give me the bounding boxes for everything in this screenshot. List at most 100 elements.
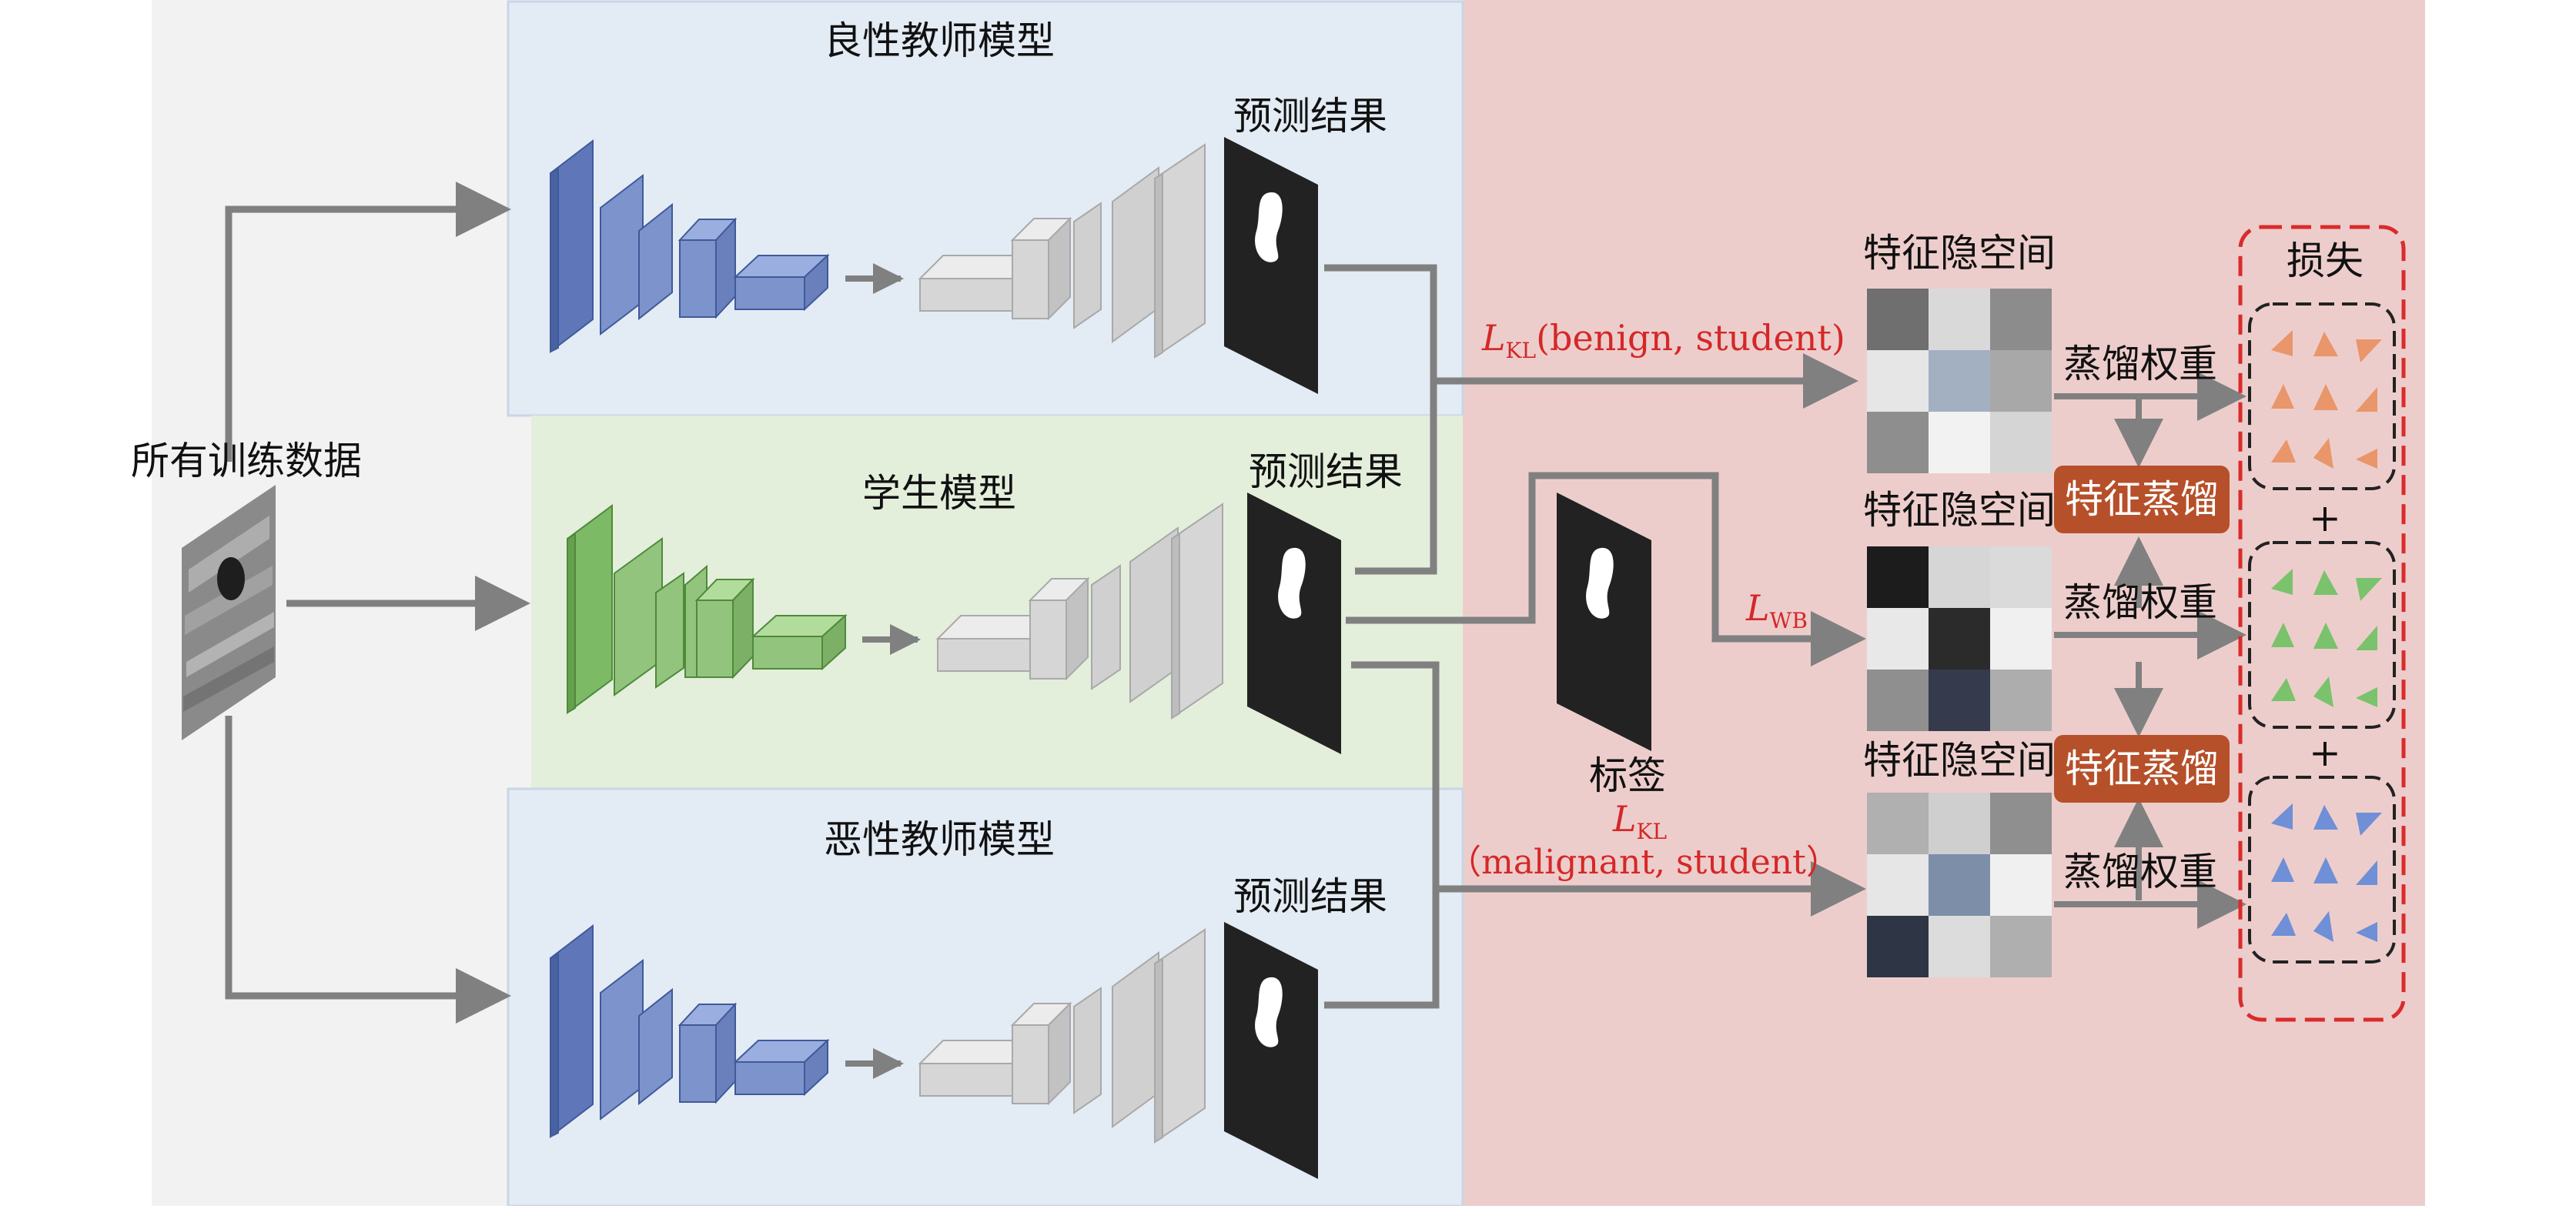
loss-triangle [2356,578,2382,601]
loss-triangle [2356,387,2377,412]
feature-cell [1867,608,1929,670]
feature-cell [1990,350,2052,412]
loss-triangle [2313,570,2338,595]
loss-triangle [2356,922,2377,942]
feature-grid-benign [1867,289,2052,473]
loss-triangle [2313,384,2338,410]
loss-group-orange [2248,302,2396,490]
loss-wb: LWB [1745,587,1808,633]
feature-cell [1990,608,2052,670]
loss-triangle [2271,803,2293,830]
malignant-prediction-mask [1224,922,1318,1179]
benign-teacher-decoder [918,143,1206,359]
feature-cell [1929,350,1990,412]
loss-wb-sub: WB [1770,608,1808,633]
loss-group-blue [2248,776,2396,964]
loss-triangle [2271,384,2294,409]
feature-distill-label-1: 特征蒸馏 [2065,477,2219,522]
feature-cell [1867,916,1929,977]
feature-cell [1929,546,1990,608]
loss-triangle [2271,569,2293,595]
benign-teacher-network [550,139,830,354]
feature-distill-box-1 [2054,466,2230,533]
feature-cell [1867,793,1929,854]
loss-triangle [2271,857,2294,882]
feature-cell [1867,289,1929,350]
loss-kl-malignant-symbol-line: LKL [1612,798,1667,844]
loss-triangle [2271,623,2294,647]
input-arrows [225,182,530,1024]
loss-triangle [2356,860,2377,885]
feature-space-label-2: 特征隐空间 [1863,488,2056,533]
loss-triangle [2313,805,2338,830]
loss-group-green [2248,541,2396,729]
loss-kl-malignant-args: （malignant, student） [1447,843,1840,882]
feature-grid-malignant [1867,793,2052,977]
ground-truth-label: 标签 [1589,753,1666,798]
student-prediction-mask [1247,493,1341,754]
feature-cell [1929,412,1990,473]
prediction-label-mid: 预测结果 [1249,449,1403,494]
plus-sign-2: + [2309,730,2341,775]
loss-kl-malignant-sub: KL [1637,819,1668,844]
prediction-label-top: 预测结果 [1233,94,1387,139]
loss-panel-border [2238,225,2406,1022]
loss-triangle [2356,339,2382,362]
feature-cell [1929,793,1990,854]
feature-cell [1867,546,1929,608]
feature-cell [1867,350,1929,412]
student-decoder [935,503,1223,720]
benign-prediction-mask [1224,137,1318,394]
prediction-label-bot: 预测结果 [1233,874,1387,919]
distill-weight-label-2: 蒸馏权重 [2063,580,2217,625]
feature-cell [1990,916,2052,977]
loss-triangle [2313,676,2333,707]
feature-distill-label-2: 特征蒸馏 [2065,746,2219,791]
distill-weight-label-1: 蒸馏权重 [2063,342,2217,386]
plus-sign-1: + [2309,496,2341,540]
feature-grid-student [1867,546,2052,731]
all-training-data-label: 所有训练数据 [131,439,362,483]
loss-triangle [2356,626,2377,650]
malignant-teacher-network [550,923,830,1139]
feature-cell [1929,289,1990,350]
feature-cell [1990,854,2052,916]
feature-cell [1867,412,1929,473]
feature-cell [1990,412,2052,473]
loss-kl-malignant-symbol: L [1612,798,1637,840]
feature-cell [1990,289,2052,350]
feature-space-label-1: 特征隐空间 [1863,231,2056,276]
loss-triangles-orange [2271,330,2382,469]
loss-triangle [2271,678,2296,701]
loss-title: 损失 [2287,239,2364,283]
feature-cell [1867,670,1929,731]
feature-cell [1929,608,1990,670]
feature-cell [1867,854,1929,916]
malignant-teacher-decoder [918,928,1206,1144]
loss-kl-benign-sub: KL [1506,338,1537,363]
loss-triangles-green [2271,569,2382,707]
distill-weight-label-3: 蒸馏权重 [2063,850,2217,894]
loss-triangle [2313,623,2338,649]
loss-triangles-blue [2271,803,2382,942]
loss-triangle [2271,913,2296,936]
feature-distill-box-2 [2054,735,2230,803]
loss-kl-benign: LKL(benign, student) [1481,317,1845,363]
feature-cell [1990,546,2052,608]
distill-weight-arrows [2054,372,2246,929]
student-model-title: 学生模型 [862,471,1016,516]
loss-triangle [2356,449,2377,469]
loss-triangle [2313,438,2333,469]
loss-kl-benign-symbol: L [1481,317,1506,359]
feature-cell [1929,854,1990,916]
loss-triangle [2271,330,2293,356]
student-network [567,504,848,714]
loss-triangle [2271,439,2296,463]
feature-cell [1929,670,1990,731]
malignant-teacher-title: 恶性教师模型 [824,817,1055,862]
connection-arrows [1324,264,1866,1009]
ground-truth-mask [1557,493,1651,751]
loss-triangle [2313,857,2338,883]
loss-wb-symbol: L [1745,587,1770,629]
